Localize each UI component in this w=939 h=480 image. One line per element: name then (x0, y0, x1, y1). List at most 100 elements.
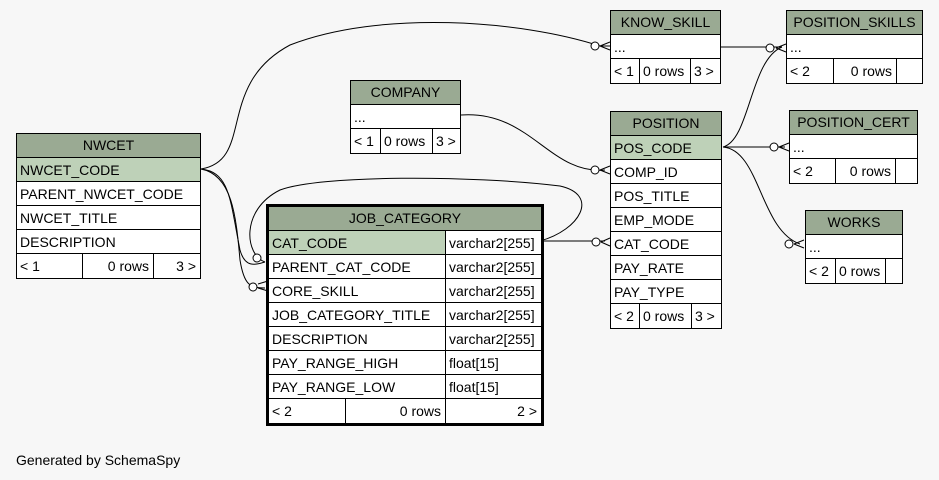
row-count: 0 rows (835, 259, 885, 283)
column-type: float[15] (445, 351, 541, 374)
crowfoot-mark (599, 41, 611, 51)
column-name: PARENT_NWCET_CODE (20, 186, 184, 202)
table-row[interactable]: NWCET_CODE (17, 158, 200, 182)
parents-count: < 2 (614, 308, 634, 324)
column-name: EMP_MODE (614, 212, 695, 228)
parents-count: < 1 (354, 133, 374, 149)
crowfoot-mark (775, 43, 787, 53)
column-name: JOB_CATEGORY_TITLE (272, 307, 431, 323)
row-count: 0 rows (639, 304, 691, 328)
table-title: POSITION_SKILLS (787, 11, 922, 35)
children-count: 2 > (445, 399, 541, 423)
table-row[interactable]: POS_CODE (611, 136, 721, 160)
link-end-circle (590, 165, 600, 175)
column-name: PAY_RANGE_HIGH (272, 355, 399, 371)
table-row[interactable]: EMP_MODE (611, 208, 721, 232)
link-end-circle (769, 142, 779, 152)
column-type: varchar2[255] (445, 327, 541, 350)
table-footer: < 1 0 rows 3 > (351, 129, 460, 153)
table-know-skill[interactable]: KNOW_SKILL ... < 1 0 rows 3 > (610, 10, 721, 84)
column-name: ... (809, 239, 821, 255)
column-name: NWCET_TITLE (20, 210, 118, 226)
column-type: varchar2[255] (445, 303, 541, 326)
table-row[interactable]: PAY_RANGE_LOW float[15] (269, 375, 541, 399)
table-footer: < 2 0 rows 2 > (269, 399, 541, 423)
table-row[interactable]: COMP_ID (611, 160, 721, 184)
table-row[interactable]: ... (787, 35, 922, 59)
link-end-circle (591, 237, 601, 247)
crowfoot-mark (600, 237, 611, 247)
table-position-skills[interactable]: POSITION_SKILLS ... < 2 0 rows (786, 10, 923, 84)
table-title: COMPANY (351, 81, 460, 105)
table-row[interactable]: POS_TITLE (611, 184, 721, 208)
row-count: 0 rows (639, 59, 690, 83)
table-row[interactable]: PAY_RATE (611, 256, 721, 280)
column-type: varchar2[255] (445, 255, 541, 278)
parents-count: < 2 (272, 403, 292, 419)
table-row[interactable]: PARENT_NWCET_CODE (17, 182, 200, 206)
column-type: varchar2[255] (445, 231, 541, 254)
column-name: ... (790, 39, 802, 55)
table-row[interactable]: ... (351, 105, 460, 129)
link-nwcet-job-category-1 (200, 168, 266, 265)
crowfoot-mark (599, 165, 611, 175)
column-name: CAT_CODE (269, 231, 445, 254)
table-row[interactable]: CAT_CODE varchar2[255] (269, 231, 541, 255)
table-works[interactable]: WORKS ... < 2 0 rows (805, 210, 903, 284)
parents-count: < 1 (20, 258, 40, 274)
link-end-circle (252, 253, 262, 263)
column-name: PARENT_CAT_CODE (272, 259, 411, 275)
table-row[interactable]: JOB_CATEGORY_TITLE varchar2[255] (269, 303, 541, 327)
column-name: CORE_SKILL (272, 283, 359, 299)
column-name: ... (354, 109, 366, 125)
row-count: 0 rows (82, 254, 153, 278)
link-end-circle (248, 282, 258, 292)
table-row[interactable]: PAY_TYPE (611, 280, 721, 304)
table-title: NWCET (17, 134, 200, 158)
table-title: POSITION (611, 112, 721, 136)
link-position-position-skills (722, 46, 783, 148)
column-name: POS_TITLE (614, 188, 690, 204)
children-count: 3 > (432, 129, 460, 153)
link-position-works (722, 146, 801, 245)
table-row[interactable]: ... (806, 235, 902, 259)
children-count: 3 > (153, 254, 200, 278)
link-end-circle (590, 41, 600, 51)
table-row[interactable]: CAT_CODE (611, 232, 721, 256)
table-row[interactable]: PAY_RANGE_HIGH float[15] (269, 351, 541, 375)
table-row[interactable]: DESCRIPTION varchar2[255] (269, 327, 541, 351)
parents-count: < 1 (614, 63, 634, 79)
column-name: PAY_RANGE_LOW (272, 379, 396, 395)
column-name: COMP_ID (614, 164, 678, 180)
children-count (895, 159, 917, 183)
table-row[interactable]: CORE_SKILL varchar2[255] (269, 279, 541, 303)
table-row[interactable]: ... (790, 135, 917, 159)
link-company-position (460, 114, 606, 171)
column-name: ... (614, 39, 626, 55)
link-nwcet-know-skill (200, 21, 601, 170)
table-row[interactable]: PARENT_CAT_CODE varchar2[255] (269, 255, 541, 279)
column-name: DESCRIPTION (20, 234, 116, 250)
table-footer: < 2 0 rows (806, 259, 902, 283)
link-job-category-self (249, 177, 583, 263)
generated-by-label: Generated by SchemaSpy (16, 452, 181, 468)
table-footer: < 2 0 rows (787, 59, 922, 83)
table-footer: < 2 0 rows (790, 159, 917, 183)
table-title: WORKS (806, 211, 902, 235)
table-nwcet[interactable]: NWCET NWCET_CODE PARENT_NWCET_CODE NWCET… (16, 133, 201, 279)
table-footer: < 1 0 rows 3 > (17, 254, 200, 278)
column-name: NWCET_CODE (17, 158, 200, 181)
table-row[interactable]: DESCRIPTION (17, 230, 200, 254)
table-position-cert[interactable]: POSITION_CERT ... < 2 0 rows (789, 110, 918, 184)
table-footer: < 2 0 rows 3 > (611, 304, 721, 328)
table-position[interactable]: POSITION POS_CODE COMP_ID POS_TITLE EMP_… (610, 111, 722, 329)
column-name: POS_CODE (611, 136, 721, 159)
parents-count: < 2 (793, 163, 813, 179)
table-row[interactable]: NWCET_TITLE (17, 206, 200, 230)
table-row[interactable]: ... (611, 35, 720, 59)
column-name: ... (793, 139, 805, 155)
column-name: PAY_TYPE (614, 284, 685, 300)
table-job-category[interactable]: JOB_CATEGORY CAT_CODE varchar2[255] PARE… (266, 204, 544, 426)
table-company[interactable]: COMPANY ... < 1 0 rows 3 > (350, 80, 461, 154)
